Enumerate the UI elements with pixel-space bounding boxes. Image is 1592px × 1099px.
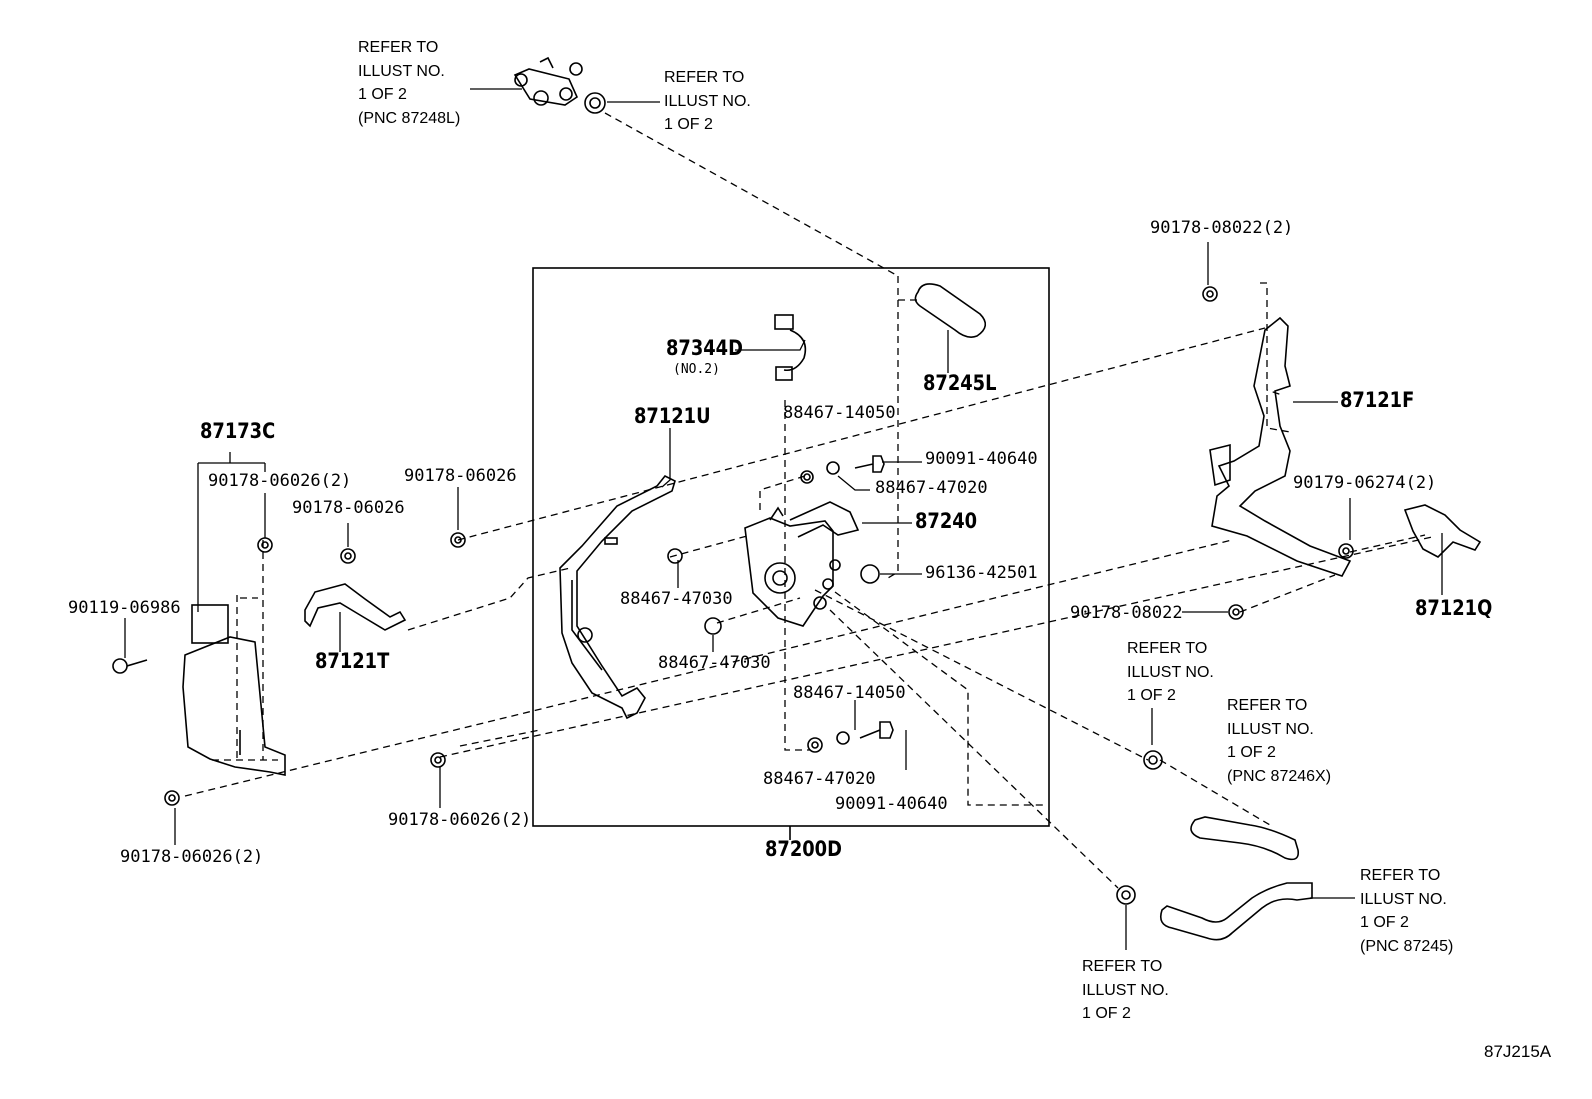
part-label-88467-47030-lower: 88467-47030 xyxy=(658,653,771,673)
bracket-87121U xyxy=(559,474,676,720)
fasteners xyxy=(112,286,1354,806)
part-label-88467-47020-lower: 88467-47020 xyxy=(763,769,876,789)
part-label-90178-06026-left: 90178-06026 xyxy=(292,498,405,518)
assembly-label-87200D: 87200D xyxy=(765,837,842,861)
part-label-88467-47030-upper: 88467-47030 xyxy=(620,589,733,609)
part-label-90178-08022-2: 90178-08022(2) xyxy=(1150,218,1294,238)
part-label-90178-06026-2-top: 90178-06026(2) xyxy=(208,471,352,491)
part-label-87121F: 87121F xyxy=(1340,388,1415,412)
clamp-bottom xyxy=(1116,885,1136,905)
valve-87248L xyxy=(513,56,583,106)
part-label-90178-06026-2-bottom-mid: 90178-06026(2) xyxy=(388,810,532,830)
part-label-90091-40640-upper: 90091-40640 xyxy=(925,449,1038,469)
part-label-90091-40640-lower: 90091-40640 xyxy=(835,794,948,814)
bracket-87121T xyxy=(304,583,407,631)
assembly-box-87200D xyxy=(532,267,1050,827)
part-label-87121T: 87121T xyxy=(315,649,390,673)
part-label-87240: 87240 xyxy=(915,509,978,533)
diagram-id-label: 87J215A xyxy=(1484,1042,1552,1061)
part-label-88467-14050-upper: 88467-14050 xyxy=(783,403,896,423)
part-label-90178-08022: 90178-08022 xyxy=(1070,603,1183,623)
cover-87173C xyxy=(182,604,286,776)
part-label-88467-47020-upper: 88467-47020 xyxy=(875,478,988,498)
hose-87245 xyxy=(1159,882,1313,941)
part-label-87344D: 87344D xyxy=(666,336,743,360)
part-label-90179-06274-2: 90179-06274(2) xyxy=(1293,473,1437,493)
clamp-right xyxy=(1143,750,1163,770)
part-label-96136-42501: 96136-42501 xyxy=(925,563,1038,583)
part-label-87173C: 87173C xyxy=(200,419,276,443)
part-label-87121U: 87121U xyxy=(634,404,711,428)
part-label-90178-06026-2-bottom-left: 90178-06026(2) xyxy=(120,847,264,867)
hose-87245L xyxy=(914,283,987,338)
bracket-87121F xyxy=(1209,316,1352,577)
part-note-no2: (NO.2) xyxy=(673,362,720,377)
hose-87246X xyxy=(1190,816,1300,861)
actuator-87240 xyxy=(744,501,860,627)
connector-87344D xyxy=(774,314,807,381)
bracket-87121Q xyxy=(1403,504,1482,558)
part-label-88467-14050-lower: 88467-14050 xyxy=(793,683,906,703)
part-label-87121Q: 87121Q xyxy=(1415,596,1493,620)
part-label-87245L: 87245L xyxy=(923,371,997,395)
part-label-90119-06986: 90119-06986 xyxy=(68,598,181,618)
part-label-90178-06026-mid: 90178-06026 xyxy=(404,466,517,486)
